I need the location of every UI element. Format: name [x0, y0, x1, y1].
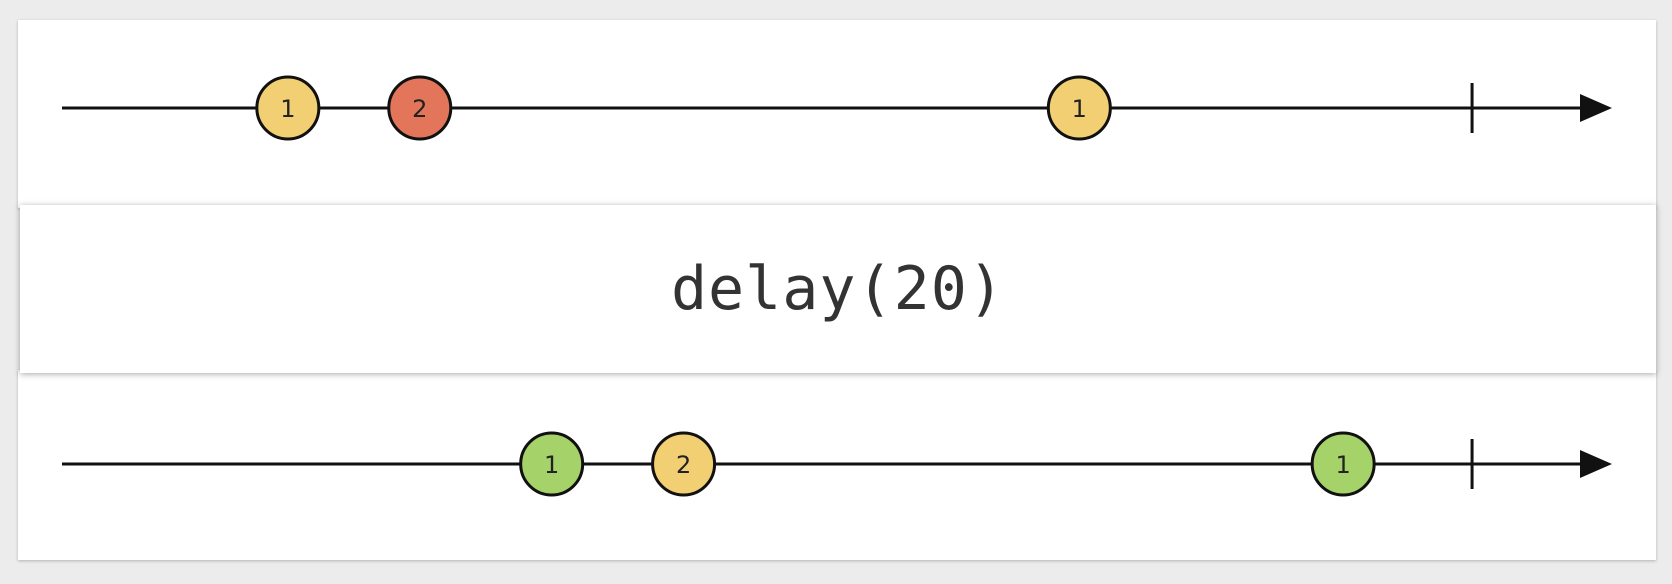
input-timeline: 1 2 1: [62, 75, 1612, 141]
marble-label: 2: [412, 95, 427, 123]
marble: [387, 75, 453, 141]
marble-label: 1: [1336, 451, 1351, 479]
operator-box: delay(20): [20, 205, 1656, 373]
operator-label: delay(20): [670, 254, 1006, 324]
marble: [651, 431, 717, 497]
marble: [255, 75, 321, 141]
marble: [519, 431, 585, 497]
marble: [1046, 75, 1112, 141]
timeline-arrowhead: [1580, 450, 1612, 478]
marble-label: 2: [676, 451, 691, 479]
output-timeline: 1 2 1: [62, 431, 1612, 497]
timeline-arrowhead: [1580, 94, 1612, 122]
marble-label: 1: [544, 451, 559, 479]
marble-label: 1: [280, 95, 295, 123]
marble: [1310, 431, 1376, 497]
marble-label: 1: [1072, 95, 1087, 123]
